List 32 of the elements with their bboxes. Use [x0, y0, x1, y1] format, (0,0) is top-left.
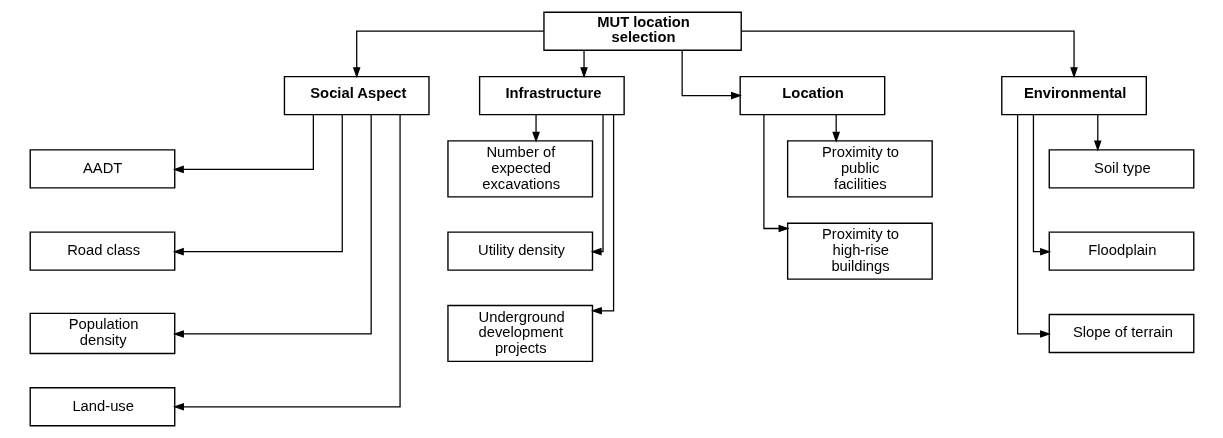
arrow: [352, 30, 544, 79]
node-box: Proximity to public facilities: [786, 140, 933, 198]
node-box: Land-use: [29, 387, 175, 427]
node-box: Utility density: [446, 231, 593, 271]
arrow: [531, 114, 540, 143]
arrow: [1032, 114, 1051, 256]
arrow: [740, 30, 1078, 79]
arrow: [172, 113, 314, 174]
node-box: Underground development projects: [446, 304, 593, 363]
arrow: [579, 49, 588, 79]
node-box: Soil type: [1048, 149, 1194, 189]
node-box: MUT location selection: [542, 11, 742, 51]
arrow: [681, 49, 742, 100]
arrow: [762, 114, 790, 233]
arrow: [172, 114, 372, 338]
arrow: [1093, 114, 1102, 152]
node-box: Location: [739, 75, 885, 116]
arrow: [590, 114, 614, 315]
node-box: Infrastructure: [478, 75, 625, 116]
node-box: Population density: [29, 312, 175, 355]
node-box: Floodplain: [1048, 231, 1194, 271]
node-box: Slope of terrain: [1048, 313, 1194, 354]
arrow: [172, 114, 343, 256]
node-box: Proximity to high-rise buildings: [786, 222, 933, 280]
arrow: [590, 114, 604, 256]
arrow: [172, 113, 401, 411]
node-box: Social Aspect: [283, 75, 430, 116]
arrow: [1016, 114, 1051, 338]
node-box: Road class: [29, 231, 175, 271]
node-box: Number of expected excavations: [446, 140, 593, 198]
node-box: Environmental: [1000, 75, 1147, 116]
node-box: AADT: [29, 149, 175, 189]
